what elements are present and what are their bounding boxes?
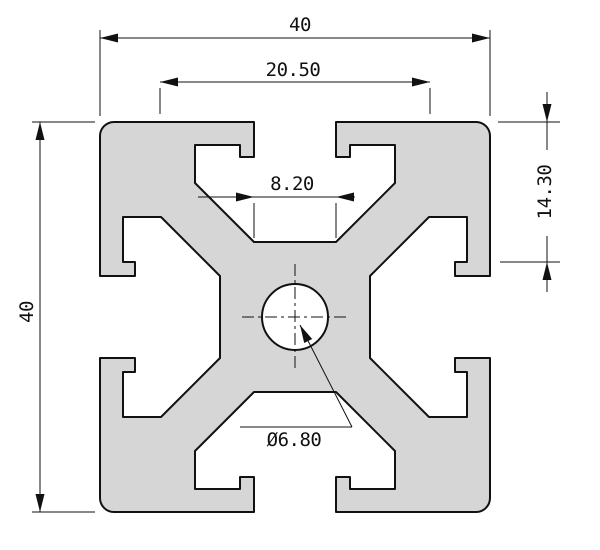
arrowhead xyxy=(160,77,178,87)
dimension-side-depth: 14.30 xyxy=(498,92,560,292)
arrowhead xyxy=(35,494,45,512)
arrowhead xyxy=(542,104,552,122)
arrowhead xyxy=(542,262,552,280)
leader-line xyxy=(299,324,353,428)
arrowhead xyxy=(472,33,490,43)
dimension-slot-span: 20.50 xyxy=(159,59,431,114)
hole-diameter-label: Ø6.80 xyxy=(267,429,322,451)
arrowhead xyxy=(336,192,354,202)
dimension-top-width-label: 40 xyxy=(289,14,311,36)
dimension-left-height-label: 40 xyxy=(16,301,38,323)
dimension-left-height: 40 xyxy=(16,121,95,513)
dimension-slot-span-label: 20.50 xyxy=(266,59,321,81)
dimension-side-depth-label: 14.30 xyxy=(534,165,556,220)
leader-hole-diameter: Ø6.80 xyxy=(240,324,353,451)
arrowhead xyxy=(35,122,45,140)
dimension-slot-bottom: 8.20 xyxy=(198,173,355,238)
arrowhead xyxy=(412,77,430,87)
dimension-slot-bottom-label: 8.20 xyxy=(270,173,314,195)
arrowhead xyxy=(100,33,118,43)
arrowhead xyxy=(236,192,254,202)
arrowhead xyxy=(300,325,313,343)
dimension-top-width: 40 xyxy=(99,14,491,116)
